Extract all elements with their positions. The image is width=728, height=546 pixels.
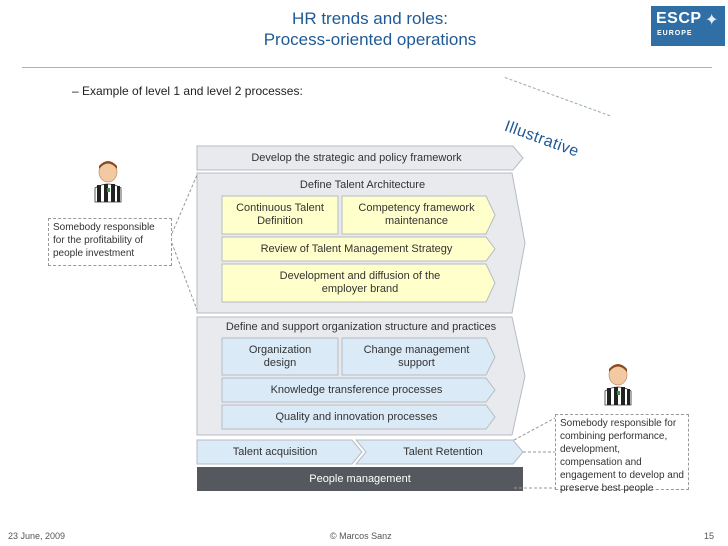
talent-retention-label: Talent Retention bbox=[403, 445, 483, 458]
footer-date: 23 June, 2009 bbox=[8, 531, 66, 541]
group1-row2: Review of Talent Management Strategy bbox=[260, 242, 453, 255]
person-icon-left bbox=[94, 161, 122, 203]
group2-box-a: Organization design bbox=[248, 343, 312, 369]
group2-box-b: Change management support bbox=[363, 343, 470, 369]
group1-row3: Development and diffusion of the employe… bbox=[279, 270, 441, 295]
talent-acquisition-shape bbox=[196, 439, 363, 465]
group1-title: Define Talent Architecture bbox=[299, 178, 426, 191]
group1-row2-shape bbox=[221, 236, 496, 262]
left-connector-2 bbox=[169, 237, 198, 311]
group1-row3-shape bbox=[221, 263, 496, 303]
escp-logo: ESCP EUROPE ✦ bbox=[651, 6, 725, 46]
group1-box-a-shape bbox=[221, 195, 339, 235]
page-number: 15 bbox=[704, 531, 715, 541]
slide-title: HR trends and roles: Process-oriented op… bbox=[150, 8, 590, 50]
header-divider bbox=[22, 67, 712, 68]
left-connector bbox=[169, 174, 198, 239]
group2-title: Define and support organization structur… bbox=[225, 320, 497, 333]
group1-box-a: Continuous Talent Definition bbox=[236, 202, 324, 227]
slide-subtitle: – Example of level 1 and level 2 process… bbox=[72, 84, 303, 98]
person-icon-right bbox=[604, 364, 632, 406]
group2-row3-shape bbox=[221, 404, 496, 430]
title-line-1: HR trends and roles: bbox=[292, 9, 448, 28]
people-management-label: People management bbox=[309, 472, 411, 485]
footer-author: © Marcos Sanz bbox=[330, 531, 392, 541]
group2-row2: Knowledge transference processes bbox=[270, 383, 443, 396]
top-arrow-label: Develop the strategic and policy framewo… bbox=[251, 151, 462, 164]
group2-row2-shape bbox=[221, 377, 496, 403]
left-callout: Somebody responsible for the profitabili… bbox=[48, 218, 172, 266]
top-arrow-shape bbox=[196, 145, 524, 171]
title-line-2: Process-oriented operations bbox=[263, 30, 477, 49]
talent-retention-shape bbox=[354, 439, 524, 465]
logo-text: ESCP bbox=[656, 10, 702, 27]
group2-box-b-shape bbox=[341, 337, 496, 376]
right-callout: Somebody responsible for combining perfo… bbox=[555, 414, 689, 494]
talent-acquisition-label: Talent acquisition bbox=[232, 445, 318, 458]
group1-box-b: Competency framework maintenance bbox=[358, 202, 475, 227]
group2-box-a-shape bbox=[221, 337, 339, 376]
group2-row3: Quality and innovation processes bbox=[275, 410, 438, 423]
logo-subtext: EUROPE bbox=[657, 30, 693, 37]
star-icon: ✦ bbox=[705, 12, 719, 29]
people-management-shape bbox=[197, 467, 523, 491]
right-connector bbox=[513, 417, 556, 441]
group1-box-b-shape bbox=[341, 195, 496, 235]
